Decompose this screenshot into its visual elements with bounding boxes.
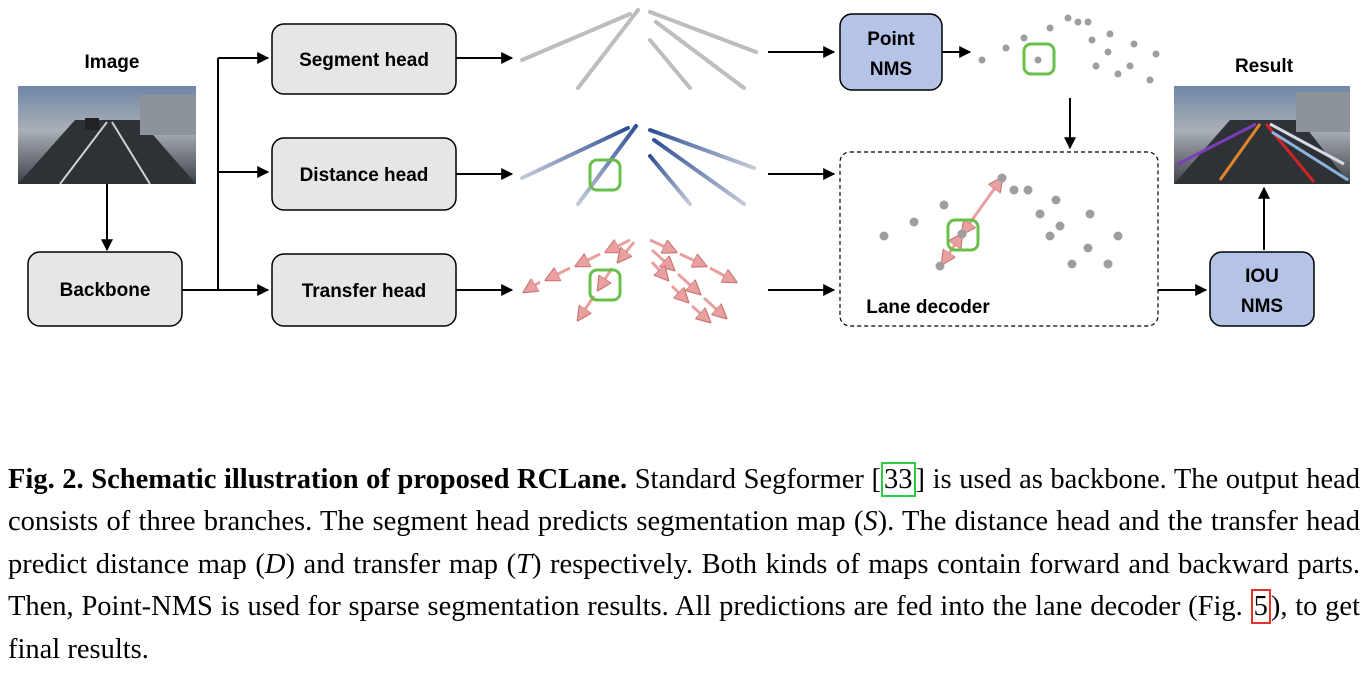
transfer-green-marker [588, 268, 622, 302]
image-title: Image [85, 52, 140, 73]
distance-green-marker [588, 158, 622, 192]
backbone-label: Backbone [60, 280, 151, 301]
head-output-arrows [456, 52, 514, 296]
citation-link-33[interactable]: 33 [881, 461, 916, 497]
result-title: Result [1235, 56, 1294, 77]
backbone-branch-arrows [182, 52, 270, 296]
symbol-s: S [863, 506, 878, 537]
figure-link-5[interactable]: 5 [1250, 589, 1271, 624]
input-road-image [18, 86, 196, 185]
segmentation-lines [520, 8, 758, 90]
iou-nms-label-line2: NMS [1241, 296, 1283, 317]
rclane-schematic-diagram: Image Backbone Segment head Distance hea… [18, 8, 1350, 327]
caption-text-4: ) and transfer map ( [285, 548, 517, 580]
caption-text-5: ) respectively. Both kinds of maps conta… [8, 548, 1360, 623]
caption-figure-title: Schematic illustration of proposed RCLan… [91, 463, 628, 495]
result-road-image [1174, 86, 1350, 184]
caption-text-3: ). The distance head and the transfer he… [8, 506, 1360, 580]
figure-caption: Fig. 2. Schematic illustration of propos… [8, 459, 1360, 672]
point-nms-label-line1: Point [867, 29, 915, 50]
symbol-d: D [264, 548, 286, 580]
decoder-green-marker [946, 218, 980, 252]
caption-text-1: Standard Segformer [ [627, 463, 882, 495]
sparse-points [978, 14, 1160, 84]
iou-nms-label-line1: IOU [1245, 266, 1279, 287]
distance-lines [520, 124, 756, 206]
iou-nms-box [1209, 251, 1315, 327]
transfer-head-label: Transfer head [302, 281, 427, 302]
lane-decoder-label: Lane decoder [866, 297, 990, 318]
caption-figure-label: Fig. 2. [8, 463, 84, 495]
caption-text-6: ), to get final results. [8, 591, 1360, 665]
transfer-arrows [524, 238, 736, 322]
lines-to-next-stage-arrows [768, 46, 836, 296]
decoder-lane-points [935, 173, 1007, 271]
decoder-points [879, 185, 1123, 269]
distance-head-label: Distance head [300, 165, 429, 186]
symbol-t: T [516, 548, 532, 580]
point-nms-green-marker [1022, 42, 1056, 76]
point-nms-label-line2: NMS [870, 59, 912, 80]
lane-decoder-box [839, 151, 1159, 327]
segment-head-label: Segment head [299, 50, 429, 71]
caption-text-2: ] is used as backbone. The output head c… [8, 463, 1360, 538]
